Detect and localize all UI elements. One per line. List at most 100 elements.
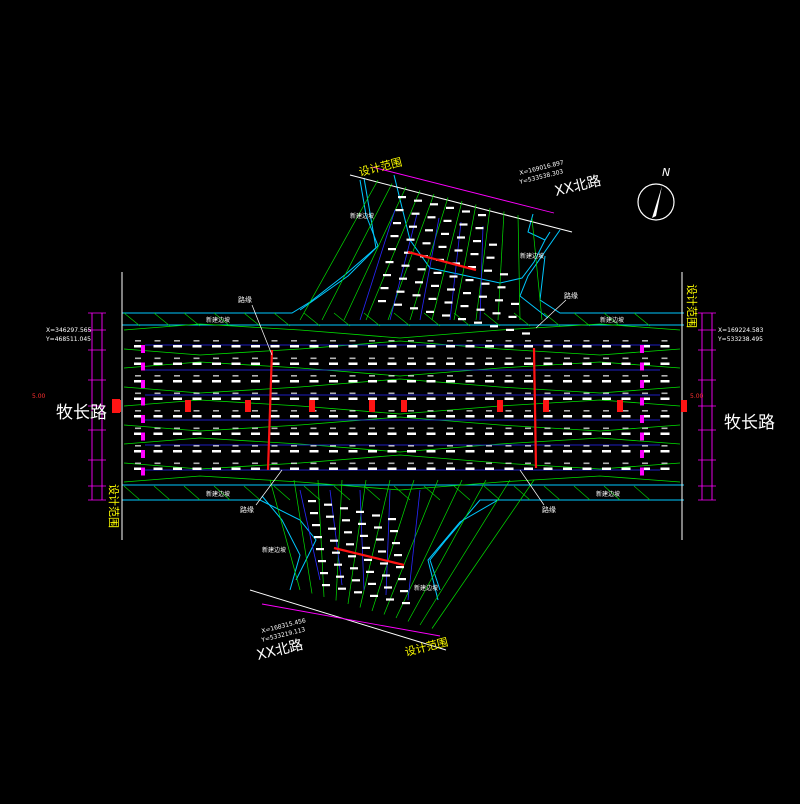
grid-point xyxy=(173,380,182,383)
green-slope-top xyxy=(603,312,621,327)
green-slope-top xyxy=(423,312,441,327)
grid-point xyxy=(426,345,436,348)
grid-point xyxy=(329,450,338,453)
grid-label xyxy=(271,392,278,395)
grid-point xyxy=(192,345,202,348)
grid-label xyxy=(135,445,141,447)
grid-label xyxy=(232,410,239,412)
grid-point xyxy=(582,467,592,470)
grid-point-s xyxy=(372,514,380,517)
grid-point-n xyxy=(479,295,487,298)
grid-point-s xyxy=(402,602,410,605)
green-contour-h xyxy=(123,378,681,394)
curb-nw-label: 路缘 xyxy=(238,295,252,304)
grid-label xyxy=(310,340,317,342)
grid-point-n xyxy=(410,307,418,310)
grid-point-n xyxy=(444,301,453,304)
grid-label xyxy=(154,340,161,342)
grid-point xyxy=(270,380,280,383)
grid-point xyxy=(582,362,592,365)
grid-point-s xyxy=(370,594,378,597)
dim-south xyxy=(261,603,441,637)
grid-point-n xyxy=(428,297,437,300)
grid-label xyxy=(622,340,629,342)
grid-point-s xyxy=(366,570,374,573)
dim-row-mark-e xyxy=(640,415,644,423)
grid-point xyxy=(387,397,397,400)
grid-label xyxy=(252,340,258,342)
grid-label xyxy=(310,427,317,430)
grid-point xyxy=(563,450,572,453)
grid-point xyxy=(407,397,416,400)
grid-point-s xyxy=(318,560,326,563)
grid-label xyxy=(466,392,473,395)
grid-label xyxy=(622,410,629,412)
grid-point xyxy=(368,380,377,383)
grid-label xyxy=(330,445,336,447)
grid-label xyxy=(291,427,297,430)
grid-point xyxy=(407,450,416,453)
grid-label xyxy=(466,445,473,447)
grid-point xyxy=(153,467,163,470)
red-crown-north xyxy=(407,250,477,272)
grid-label xyxy=(310,357,317,360)
green-slope-top xyxy=(243,312,261,327)
grid-point xyxy=(368,415,377,418)
grid-point xyxy=(426,415,436,418)
grid-point xyxy=(212,415,221,418)
grid-label xyxy=(252,410,258,412)
grid-label xyxy=(154,375,161,377)
grid-point xyxy=(153,362,163,365)
green-slope-bot xyxy=(513,485,531,501)
grid-point-n xyxy=(395,209,404,212)
grid-label xyxy=(505,445,512,447)
grid-point xyxy=(504,467,514,470)
grid-point-s xyxy=(380,562,388,565)
north-arrow-label: N xyxy=(662,166,670,179)
green-contour-h xyxy=(123,340,681,356)
side-n-right: 新建边坡 xyxy=(520,252,544,260)
grid-point xyxy=(231,345,241,348)
grid-label xyxy=(486,427,492,430)
callouts xyxy=(251,299,567,506)
grid-point xyxy=(660,450,670,453)
grid-label xyxy=(271,340,278,342)
grid-label xyxy=(603,462,609,465)
grid-point xyxy=(504,432,514,435)
blue-grade-s xyxy=(385,489,391,596)
grid-label xyxy=(349,357,356,360)
grid-point-s xyxy=(358,522,366,525)
red-crown-mark xyxy=(185,400,191,412)
grid-point-n xyxy=(506,328,514,331)
green-slope-top xyxy=(333,312,351,327)
grid-point-n xyxy=(380,287,389,290)
grid-point-n xyxy=(446,206,454,209)
grid-point-n xyxy=(470,253,479,256)
grid-point xyxy=(543,467,553,470)
green-slope-top xyxy=(123,312,141,327)
green-slope-top xyxy=(303,312,321,327)
grid-label xyxy=(330,392,336,395)
side-s-left: 新建边坡 xyxy=(262,546,286,554)
grid-label xyxy=(213,410,219,412)
grid-label xyxy=(232,462,239,465)
grid-point-n xyxy=(417,268,426,271)
grid-label xyxy=(583,375,590,377)
grid-label xyxy=(466,340,473,342)
grid-point-s xyxy=(338,587,346,590)
grid-label xyxy=(564,375,570,377)
grid-point-n xyxy=(475,227,484,230)
red-crown-south xyxy=(333,546,405,567)
grid-label xyxy=(564,445,570,447)
green-contour-n xyxy=(365,190,421,321)
grid-point-n xyxy=(406,238,415,241)
grid-point xyxy=(231,397,241,400)
grid-point xyxy=(309,345,319,348)
grid-point-n xyxy=(430,203,438,206)
east-road-label: 牧长路 xyxy=(724,413,775,433)
grid-point xyxy=(524,380,533,383)
grid-label xyxy=(330,357,336,360)
grid-point xyxy=(368,345,377,348)
grid-point-n xyxy=(454,249,463,252)
green-slope-bot xyxy=(543,485,561,501)
